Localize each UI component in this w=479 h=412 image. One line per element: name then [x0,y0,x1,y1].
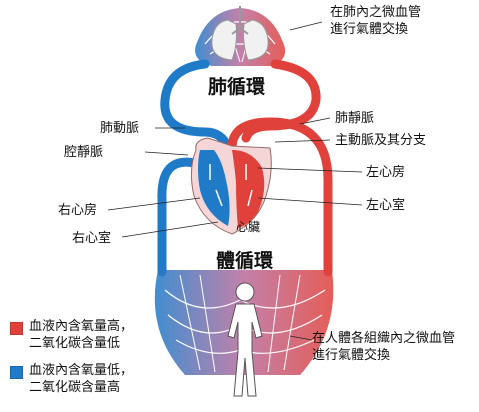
legend-text-oxygenated: 血液內含氧量高， 二氧化碳含量低 [29,318,133,352]
lung-capillaries-line1: 在肺內之微血管 [330,5,422,20]
legend-oxygenated-line2: 二氧化碳含量低 [29,336,121,351]
legend-item-oxygenated: 血液內含氧量高， 二氧化碳含量低 [10,318,133,352]
right-atrium-label: 右心房 [58,203,98,218]
lung-capillaries-label: 在肺內之微血管 進行氣體交換 [330,4,421,38]
legend-deoxygenated-line2: 二氧化碳含量高 [29,380,121,395]
lungs-illustration [211,6,269,61]
pulmonary-artery-vessel [160,59,233,153]
tissue-capillaries-line1: 在人體各組織內之微血管 [312,331,456,346]
systemic-circulation-label: 體循環 [216,250,274,272]
lung-capillaries-line2: 進行氣體交換 [330,22,409,37]
pointer-lines [107,21,363,341]
aorta-label: 主動脈及其分支 [335,133,427,148]
pulmonary-circulation-label: 肺循環 [208,76,266,98]
heart-illustration [190,137,272,235]
right-ventricle-label: 右心室 [72,231,112,246]
tissue-capillaries-label: 在人體各組織內之微血管 進行氣體交換 [312,330,455,364]
pulmonary-artery-label: 肺動脈 [100,121,140,136]
tissue-capillaries-line2: 進行氣體交換 [312,348,391,363]
heart-label: 心臟 [236,220,261,234]
legend-deoxygenated-line1: 血液內含氧量低， [29,363,134,378]
legend-text-deoxygenated: 血液內含氧量低， 二氧化碳含量高 [29,362,133,396]
deoxygenated-swatch [10,366,23,379]
human-figure [227,282,263,397]
vena-cava-label: 腔靜脈 [64,145,104,160]
left-atrium-label: 左心房 [366,165,406,180]
left-ventricle-label: 左心室 [366,198,406,213]
legend-oxygenated-line1: 血液內含氧量高， [29,319,134,334]
pulmonary-vein-vessel [241,59,321,143]
legend-item-deoxygenated: 血液內含氧量低， 二氧化碳含量高 [10,362,133,396]
oxygenated-swatch [10,322,23,335]
aorta-vessel [227,117,333,277]
pulmonary-vein-label: 肺靜脈 [335,111,375,126]
